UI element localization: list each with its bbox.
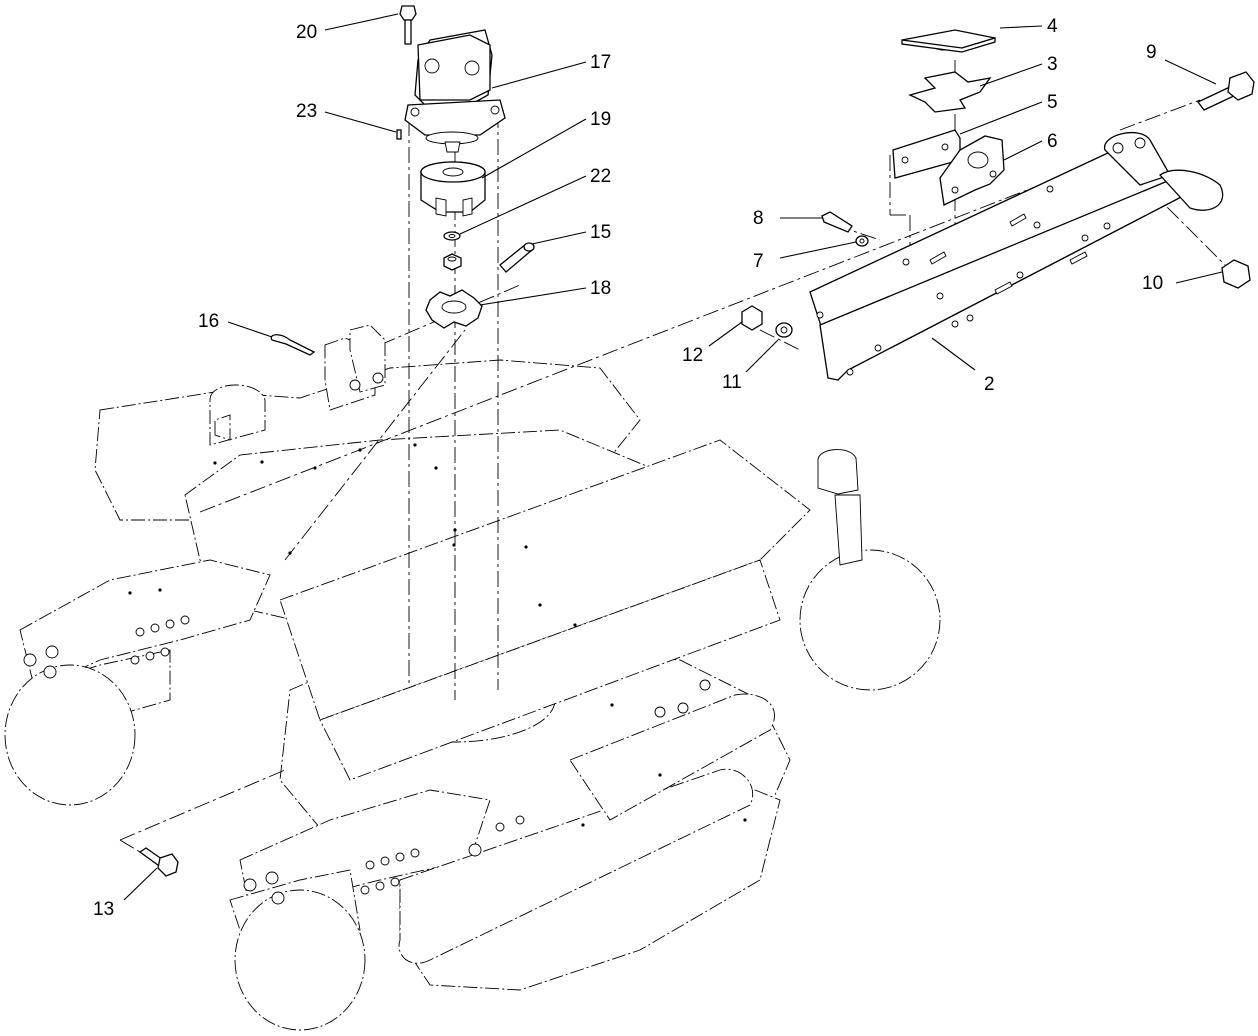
callout-4: 4 bbox=[1047, 16, 1058, 37]
part-11-washer bbox=[775, 322, 793, 338]
callout-15: 15 bbox=[590, 222, 611, 243]
callout-3: 3 bbox=[1047, 54, 1058, 75]
part-4-pad bbox=[901, 29, 996, 53]
part-19-coupler bbox=[420, 161, 486, 217]
callout-7: 7 bbox=[753, 251, 764, 272]
deck-holes bbox=[128, 443, 747, 827]
part-20-bolt bbox=[399, 5, 417, 45]
callout-9: 9 bbox=[1146, 42, 1157, 63]
callout-19: 19 bbox=[590, 109, 611, 130]
leader-lines bbox=[123, 13, 1223, 901]
part-9-bolt bbox=[1197, 71, 1255, 111]
part-18-spider bbox=[425, 289, 483, 329]
callout-20: 20 bbox=[296, 22, 317, 43]
part-5-plate bbox=[892, 129, 961, 179]
callout-18: 18 bbox=[590, 278, 611, 299]
callout-13: 13 bbox=[93, 899, 114, 920]
callout-2: 2 bbox=[984, 374, 995, 395]
part-22-washer bbox=[443, 231, 461, 241]
callout-8: 8 bbox=[753, 208, 764, 229]
part-10-nut bbox=[1221, 259, 1251, 289]
part-12-nut bbox=[741, 305, 763, 331]
part-2-channel-arm bbox=[809, 131, 1224, 381]
part-8-bolt bbox=[821, 211, 853, 233]
nut-part bbox=[443, 253, 462, 271]
callout-6: 6 bbox=[1047, 131, 1058, 152]
part-3-pad bbox=[908, 71, 992, 113]
part-6-bracket bbox=[939, 135, 1005, 206]
callout-10: 10 bbox=[1142, 273, 1163, 294]
part-16-hairpin bbox=[270, 334, 316, 356]
part-13-bolt bbox=[138, 847, 179, 877]
deck-mount-brackets bbox=[324, 324, 386, 411]
part-15-pin bbox=[499, 242, 535, 273]
callout-22: 22 bbox=[590, 166, 611, 187]
callout-5: 5 bbox=[1047, 92, 1058, 113]
callout-23: 23 bbox=[296, 101, 317, 122]
part-7-washer bbox=[855, 235, 869, 247]
callout-17: 17 bbox=[590, 52, 611, 73]
callout-12: 12 bbox=[682, 345, 703, 366]
callout-11: 11 bbox=[722, 372, 742, 393]
mower-deck-phantom bbox=[4, 359, 941, 1031]
callout-labels: 20 17 23 19 22 15 18 16 4 3 5 6 9 10 8 7… bbox=[93, 16, 1163, 920]
part-17-hydraulic-motor bbox=[404, 29, 506, 153]
part-23-key bbox=[396, 129, 402, 140]
callout-16: 16 bbox=[198, 311, 219, 332]
